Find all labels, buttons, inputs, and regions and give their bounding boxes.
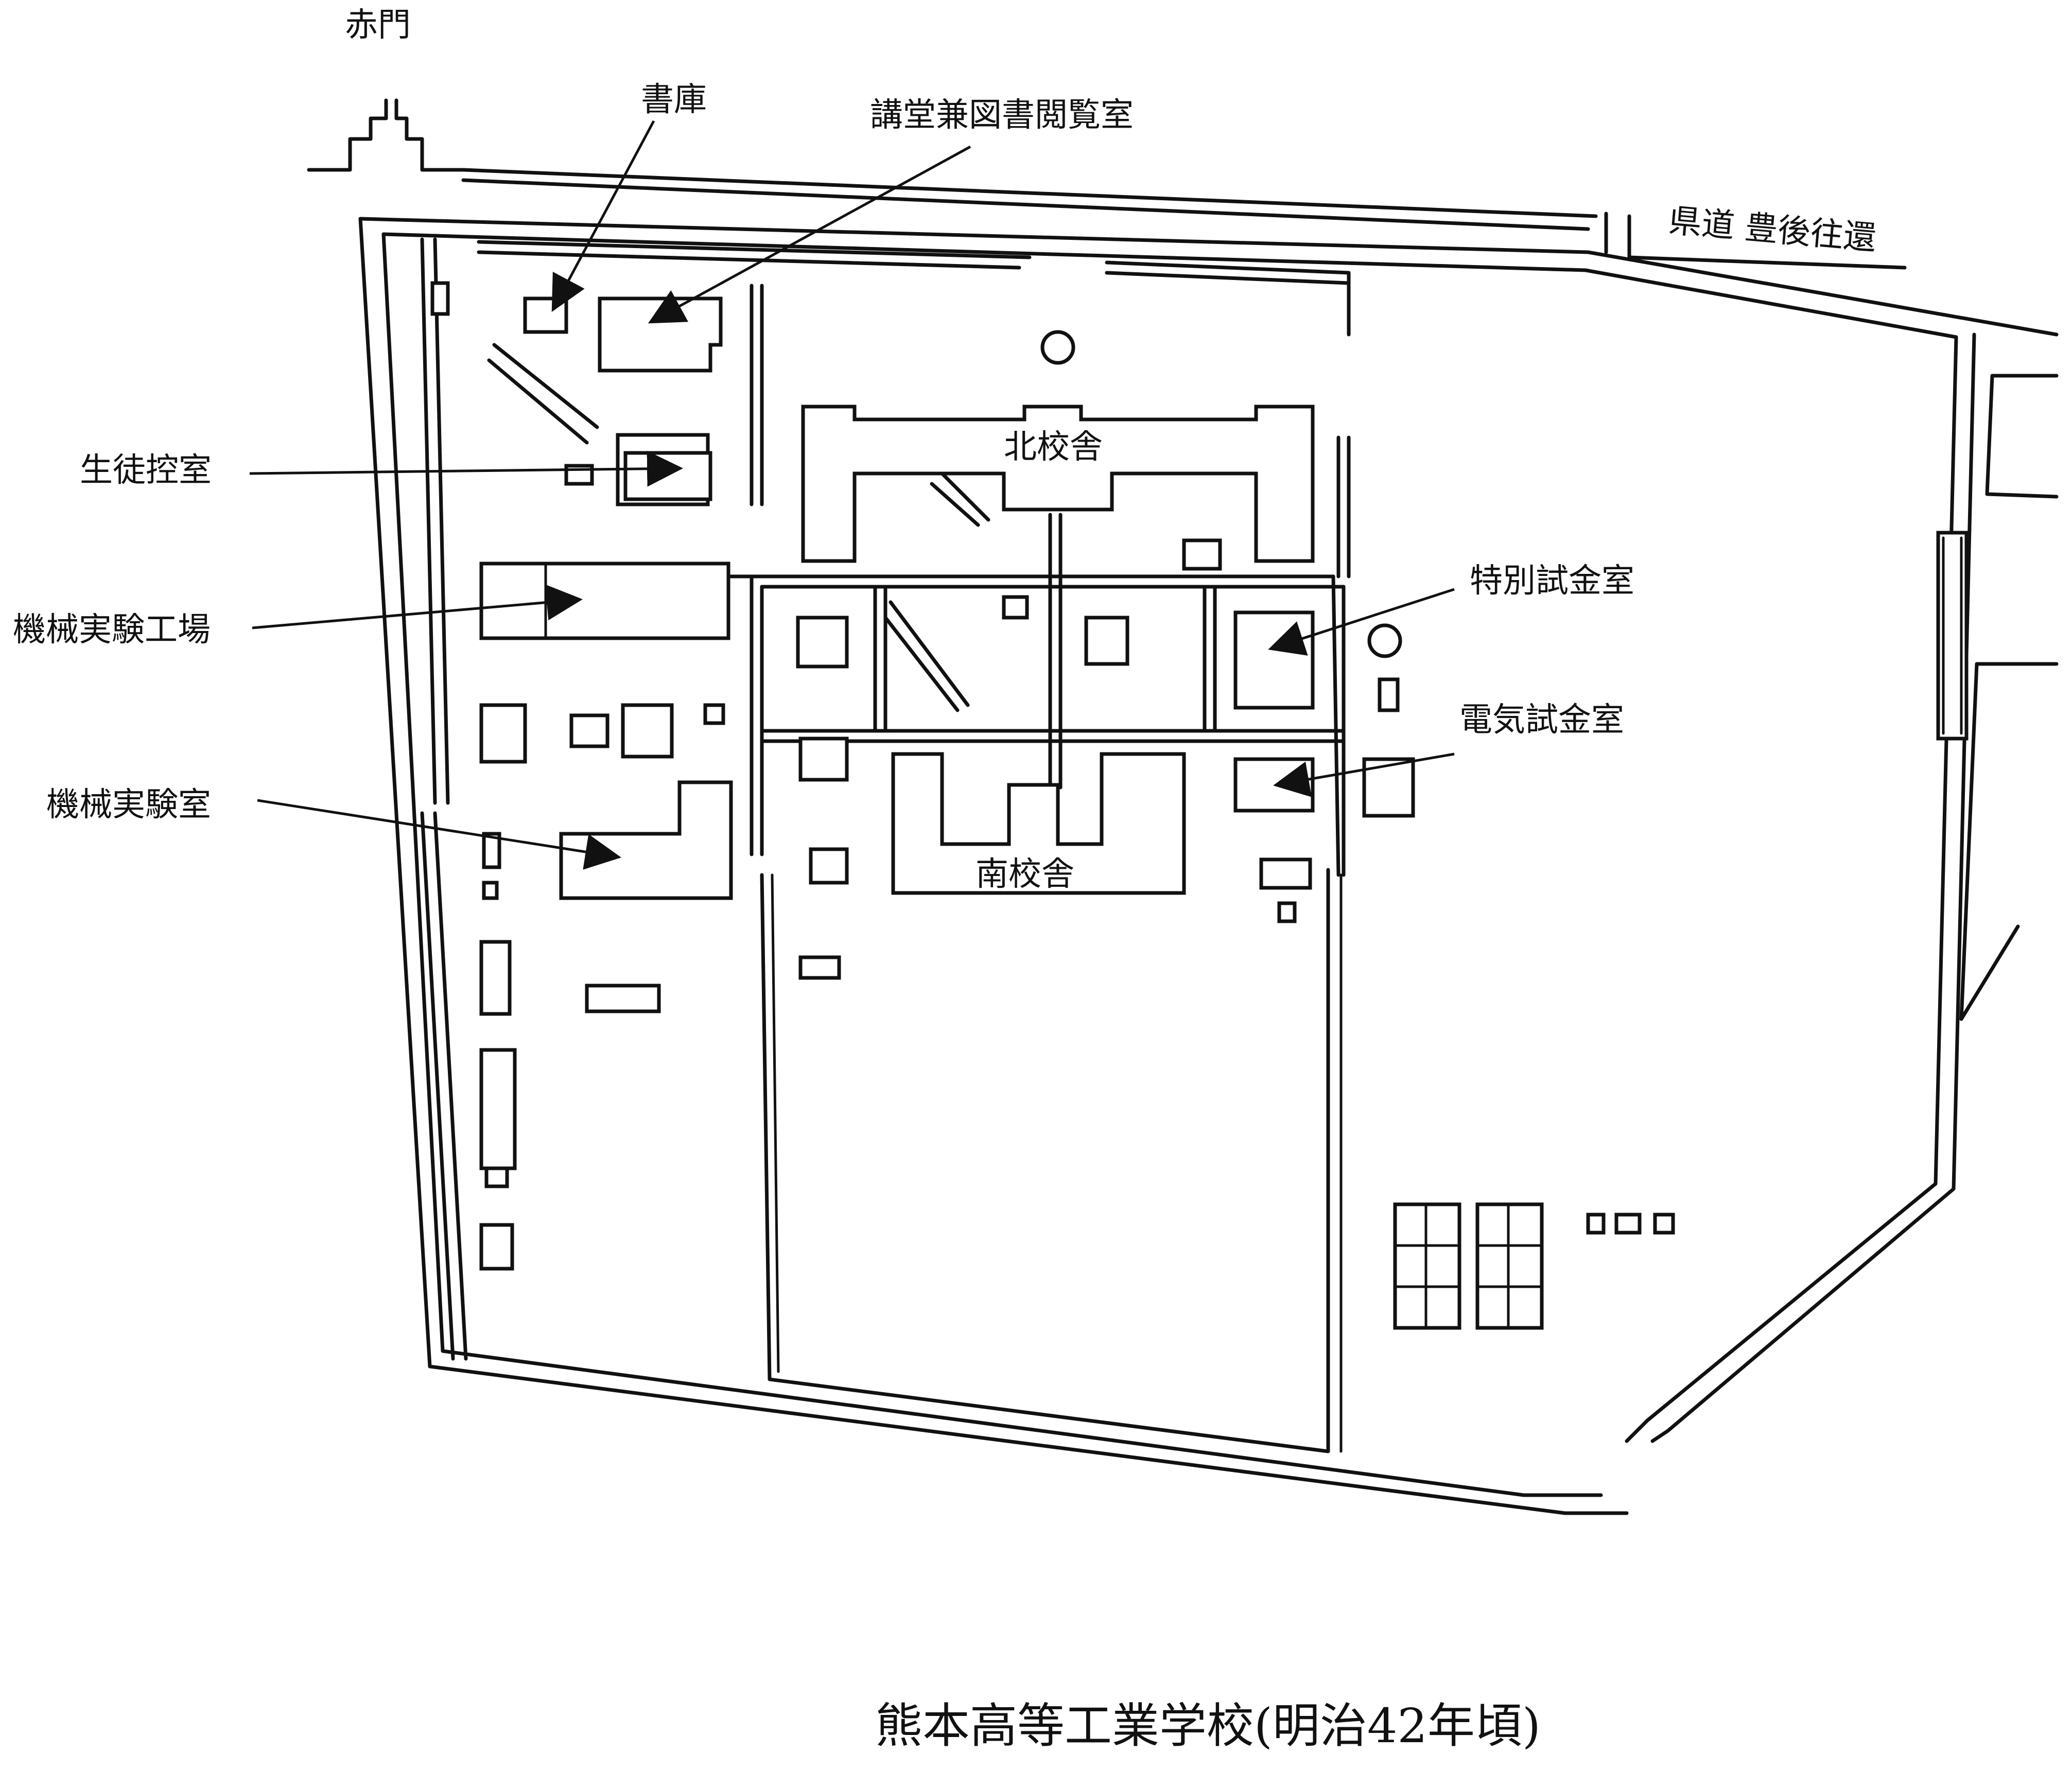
buildings	[430, 281, 1969, 1330]
ponds	[1040, 330, 1402, 658]
prefectural-road-label: 県道 豊後往還	[1667, 202, 1878, 258]
electric-assay-room-label: 電気試金室	[1459, 701, 1624, 739]
campus-paths	[477, 240, 1351, 877]
inner-west-road	[420, 237, 468, 1361]
north-road	[461, 168, 1598, 231]
campus-perimeter	[358, 217, 2059, 1515]
special-assay-room-label: 特別試金室	[1470, 562, 1634, 600]
student-waiting-room-label: 生徒控室	[80, 451, 212, 489]
north-building-label: 北校舎	[1004, 428, 1103, 466]
red-gate-outline	[307, 98, 465, 172]
red-gate-label: 赤門	[345, 6, 411, 44]
map-title: 熊本高等工業学校(明治42年頃)	[875, 1698, 1541, 1754]
prefectural-road-edges	[1604, 212, 1907, 270]
mech-lab-label: 機械実験室	[46, 786, 211, 824]
auditorium-label: 講堂兼図書閲覧室	[870, 96, 1134, 134]
south-building-label: 南校舎	[976, 855, 1074, 893]
mech-workshop-label: 機械実験工場	[13, 611, 211, 649]
label-leader-arrows	[249, 120, 1455, 870]
sports-field	[760, 868, 1343, 1453]
library-stack-label: 書庫	[641, 81, 707, 119]
